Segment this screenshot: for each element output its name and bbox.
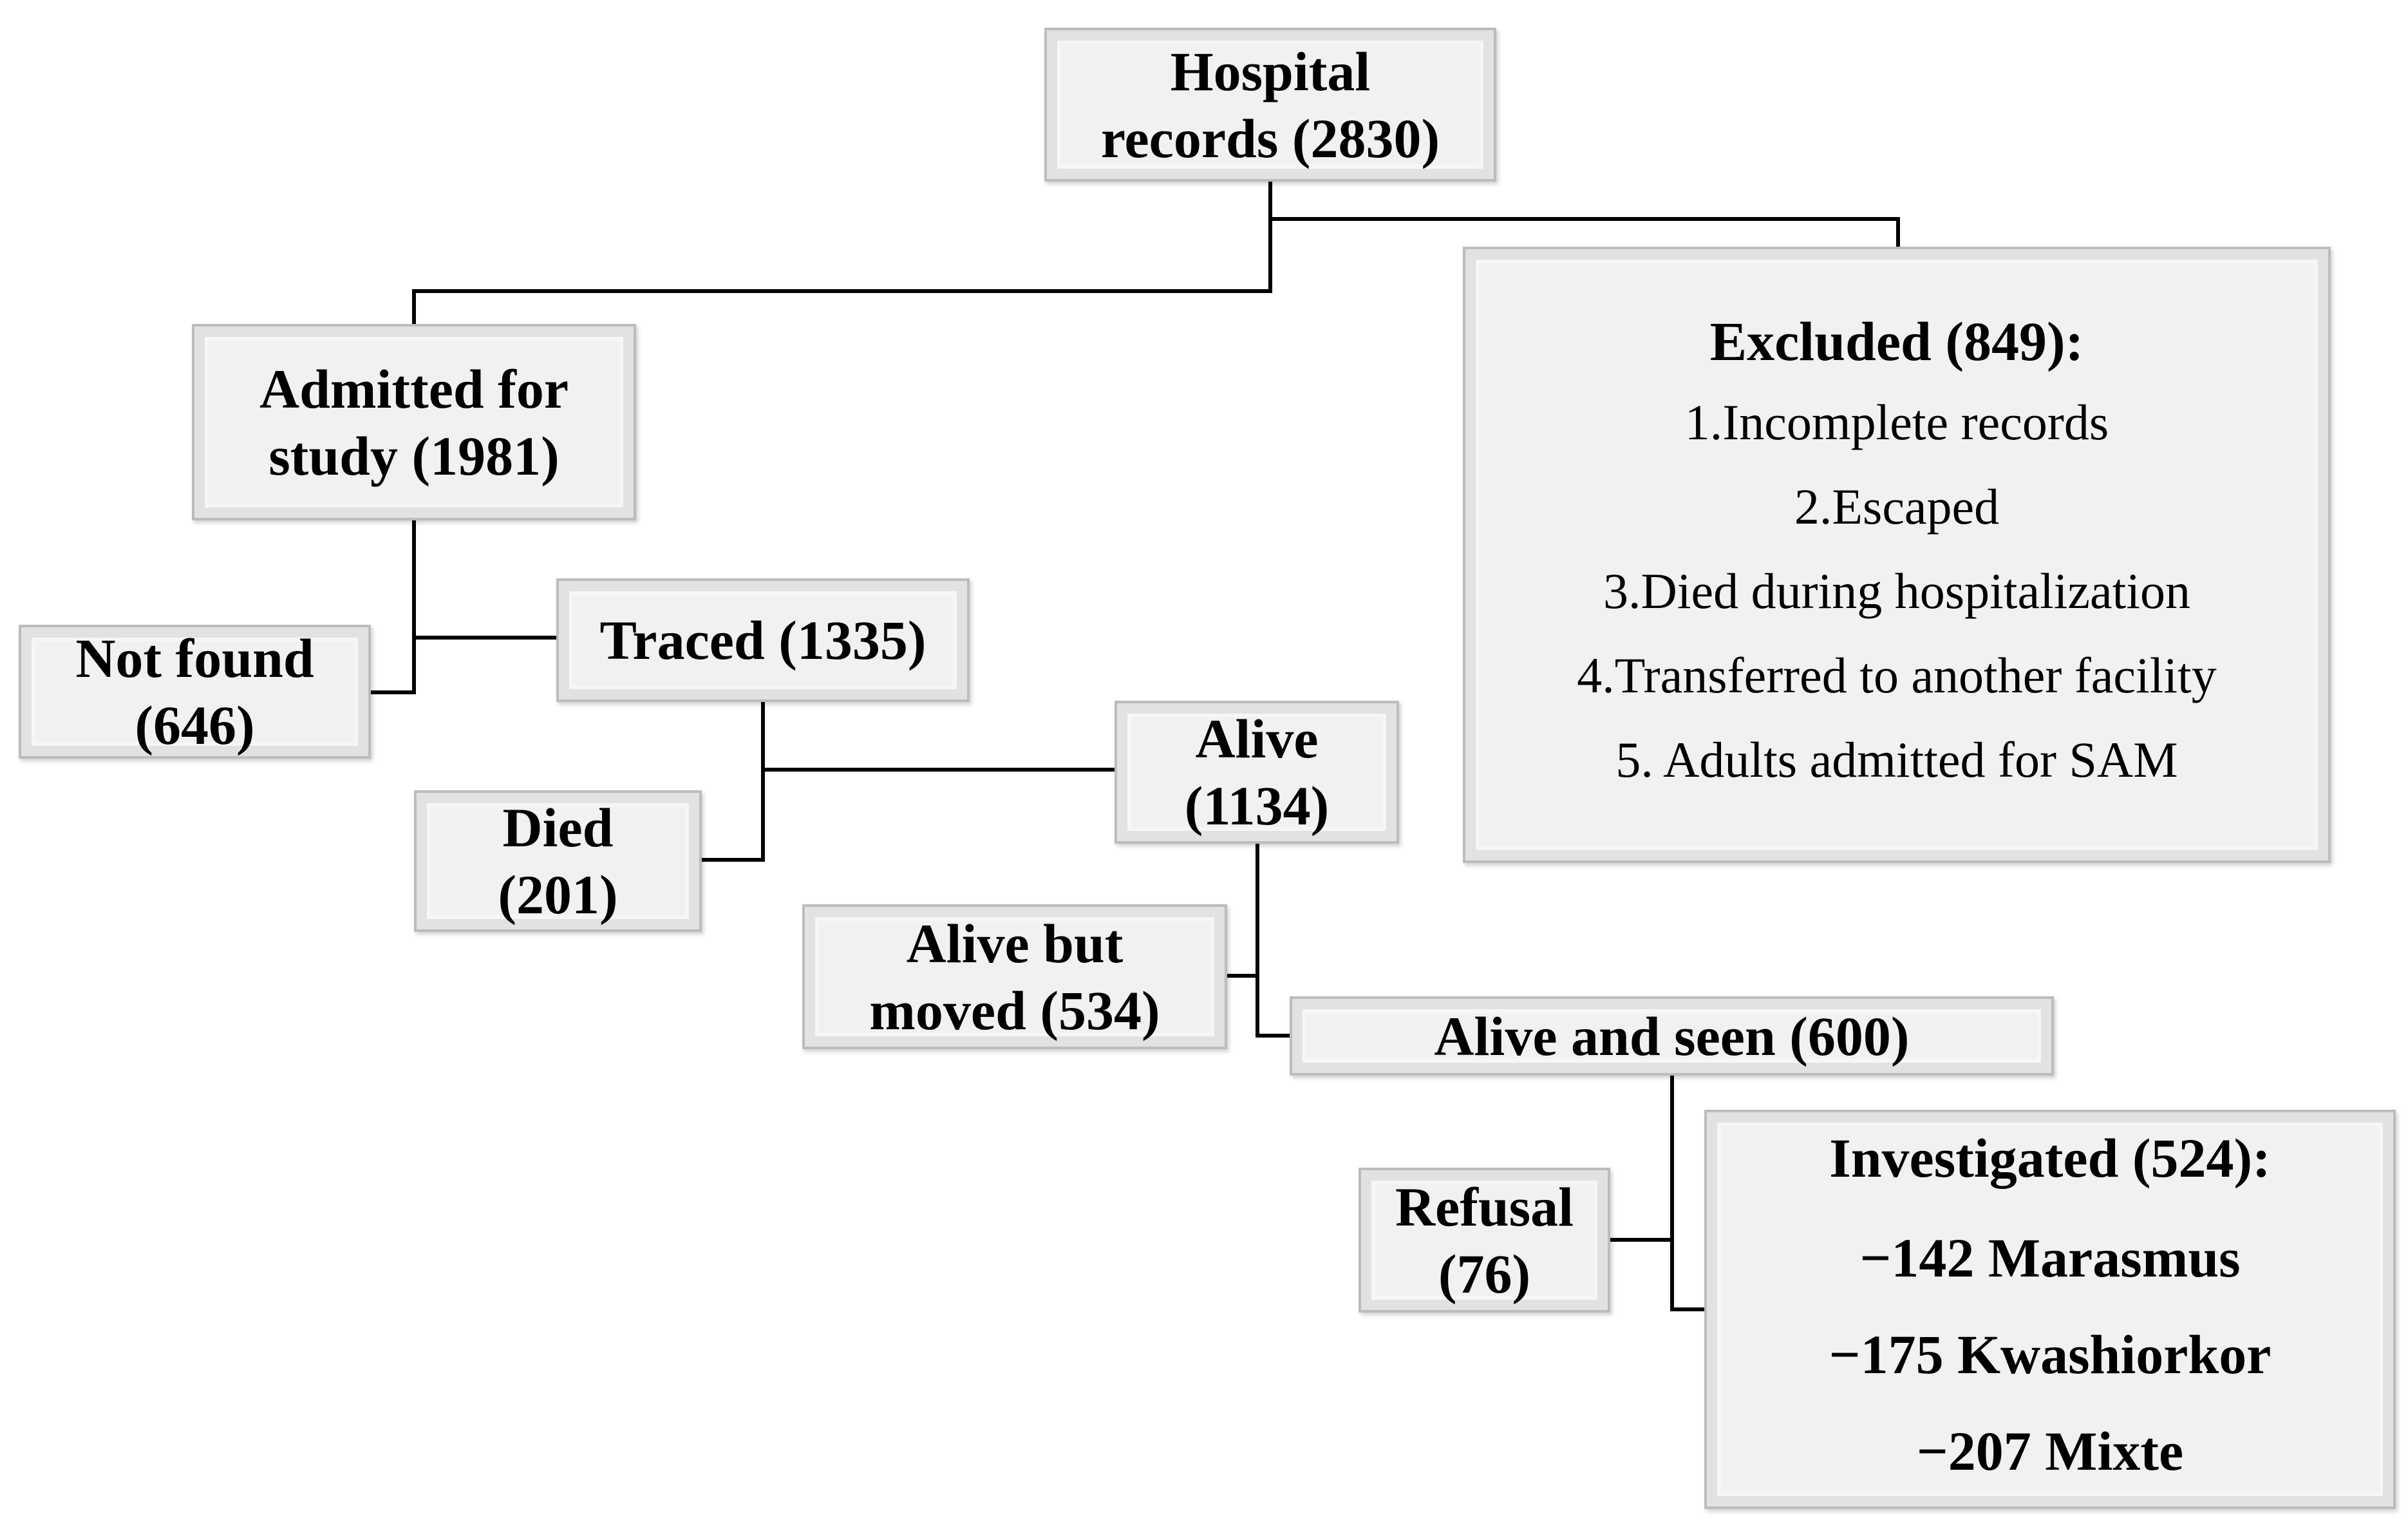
excluded-item: 3.Died during hospitalization: [1603, 563, 2190, 619]
not-found-line2: (646): [135, 694, 255, 756]
alive-seen-label: Alive and seen (600): [1434, 1005, 1910, 1067]
excluded-item: 4.Transferred to another facility: [1577, 647, 2217, 703]
investigated-item: −175 Kwashiorkor: [1829, 1324, 2272, 1385]
hospital-records-line1: Hospital: [1170, 40, 1371, 102]
excluded-item: 2.Escaped: [1794, 479, 2000, 535]
not-found-line1: Not found: [75, 627, 314, 689]
refusal-line1: Refusal: [1395, 1175, 1574, 1238]
connector-admitted-notfound: [371, 520, 416, 694]
excluded-box: Excluded (849): 1.Incomplete records 2.E…: [1463, 247, 2331, 863]
not-found-box: Not found (646): [19, 625, 371, 759]
traced-label: Traced (1335): [599, 609, 927, 671]
connector-alive-seen: [1256, 976, 1290, 1038]
refusal-box: Refusal (76): [1359, 1168, 1610, 1313]
excluded-item: 5. Adults admitted for SAM: [1615, 732, 2178, 788]
connector-traced-died: [702, 702, 765, 862]
traced-box: Traced (1335): [556, 578, 970, 702]
died-line2: (201): [498, 864, 618, 926]
connector-alive-moved: [1227, 844, 1259, 978]
connector-seen-investigated: [1670, 1240, 1704, 1311]
refusal-line2: (76): [1438, 1242, 1531, 1305]
excluded-item: 1.Incomplete records: [1684, 394, 2109, 450]
connector-hospital-excluded: [1270, 217, 1900, 247]
alive-moved-line2: moved (534): [869, 979, 1160, 1041]
connector-seen-refusal: [1610, 1076, 1674, 1242]
admitted-line1: Admitted for: [259, 357, 569, 420]
excluded-title: Excluded (849):: [1709, 310, 2084, 372]
alive-moved-line1: Alive but: [906, 912, 1124, 974]
investigated-box: Investigated (524): −142 Marasmus −175 K…: [1704, 1110, 2396, 1509]
died-line1: Died: [502, 797, 614, 859]
admitted-box: Admitted for study (1981): [192, 324, 636, 520]
investigated-title: Investigated (524):: [1829, 1127, 2271, 1189]
alive-moved-box: Alive but moved (534): [802, 904, 1227, 1049]
alive-seen-box: Alive and seen (600): [1290, 996, 2054, 1076]
investigated-item: −142 Marasmus: [1859, 1227, 2241, 1289]
died-box: Died (201): [414, 790, 702, 932]
connector-hospital-admitted: [412, 182, 1272, 324]
alive-box: Alive (1134): [1115, 701, 1399, 844]
alive-line1: Alive: [1195, 708, 1319, 770]
alive-line2: (1134): [1184, 775, 1330, 837]
hospital-records-line2: records (2830): [1100, 107, 1440, 169]
hospital-records-box: Hospital records (2830): [1044, 28, 1496, 182]
admitted-line2: study (1981): [268, 424, 560, 487]
investigated-item: −207 Mixte: [1916, 1420, 2184, 1482]
